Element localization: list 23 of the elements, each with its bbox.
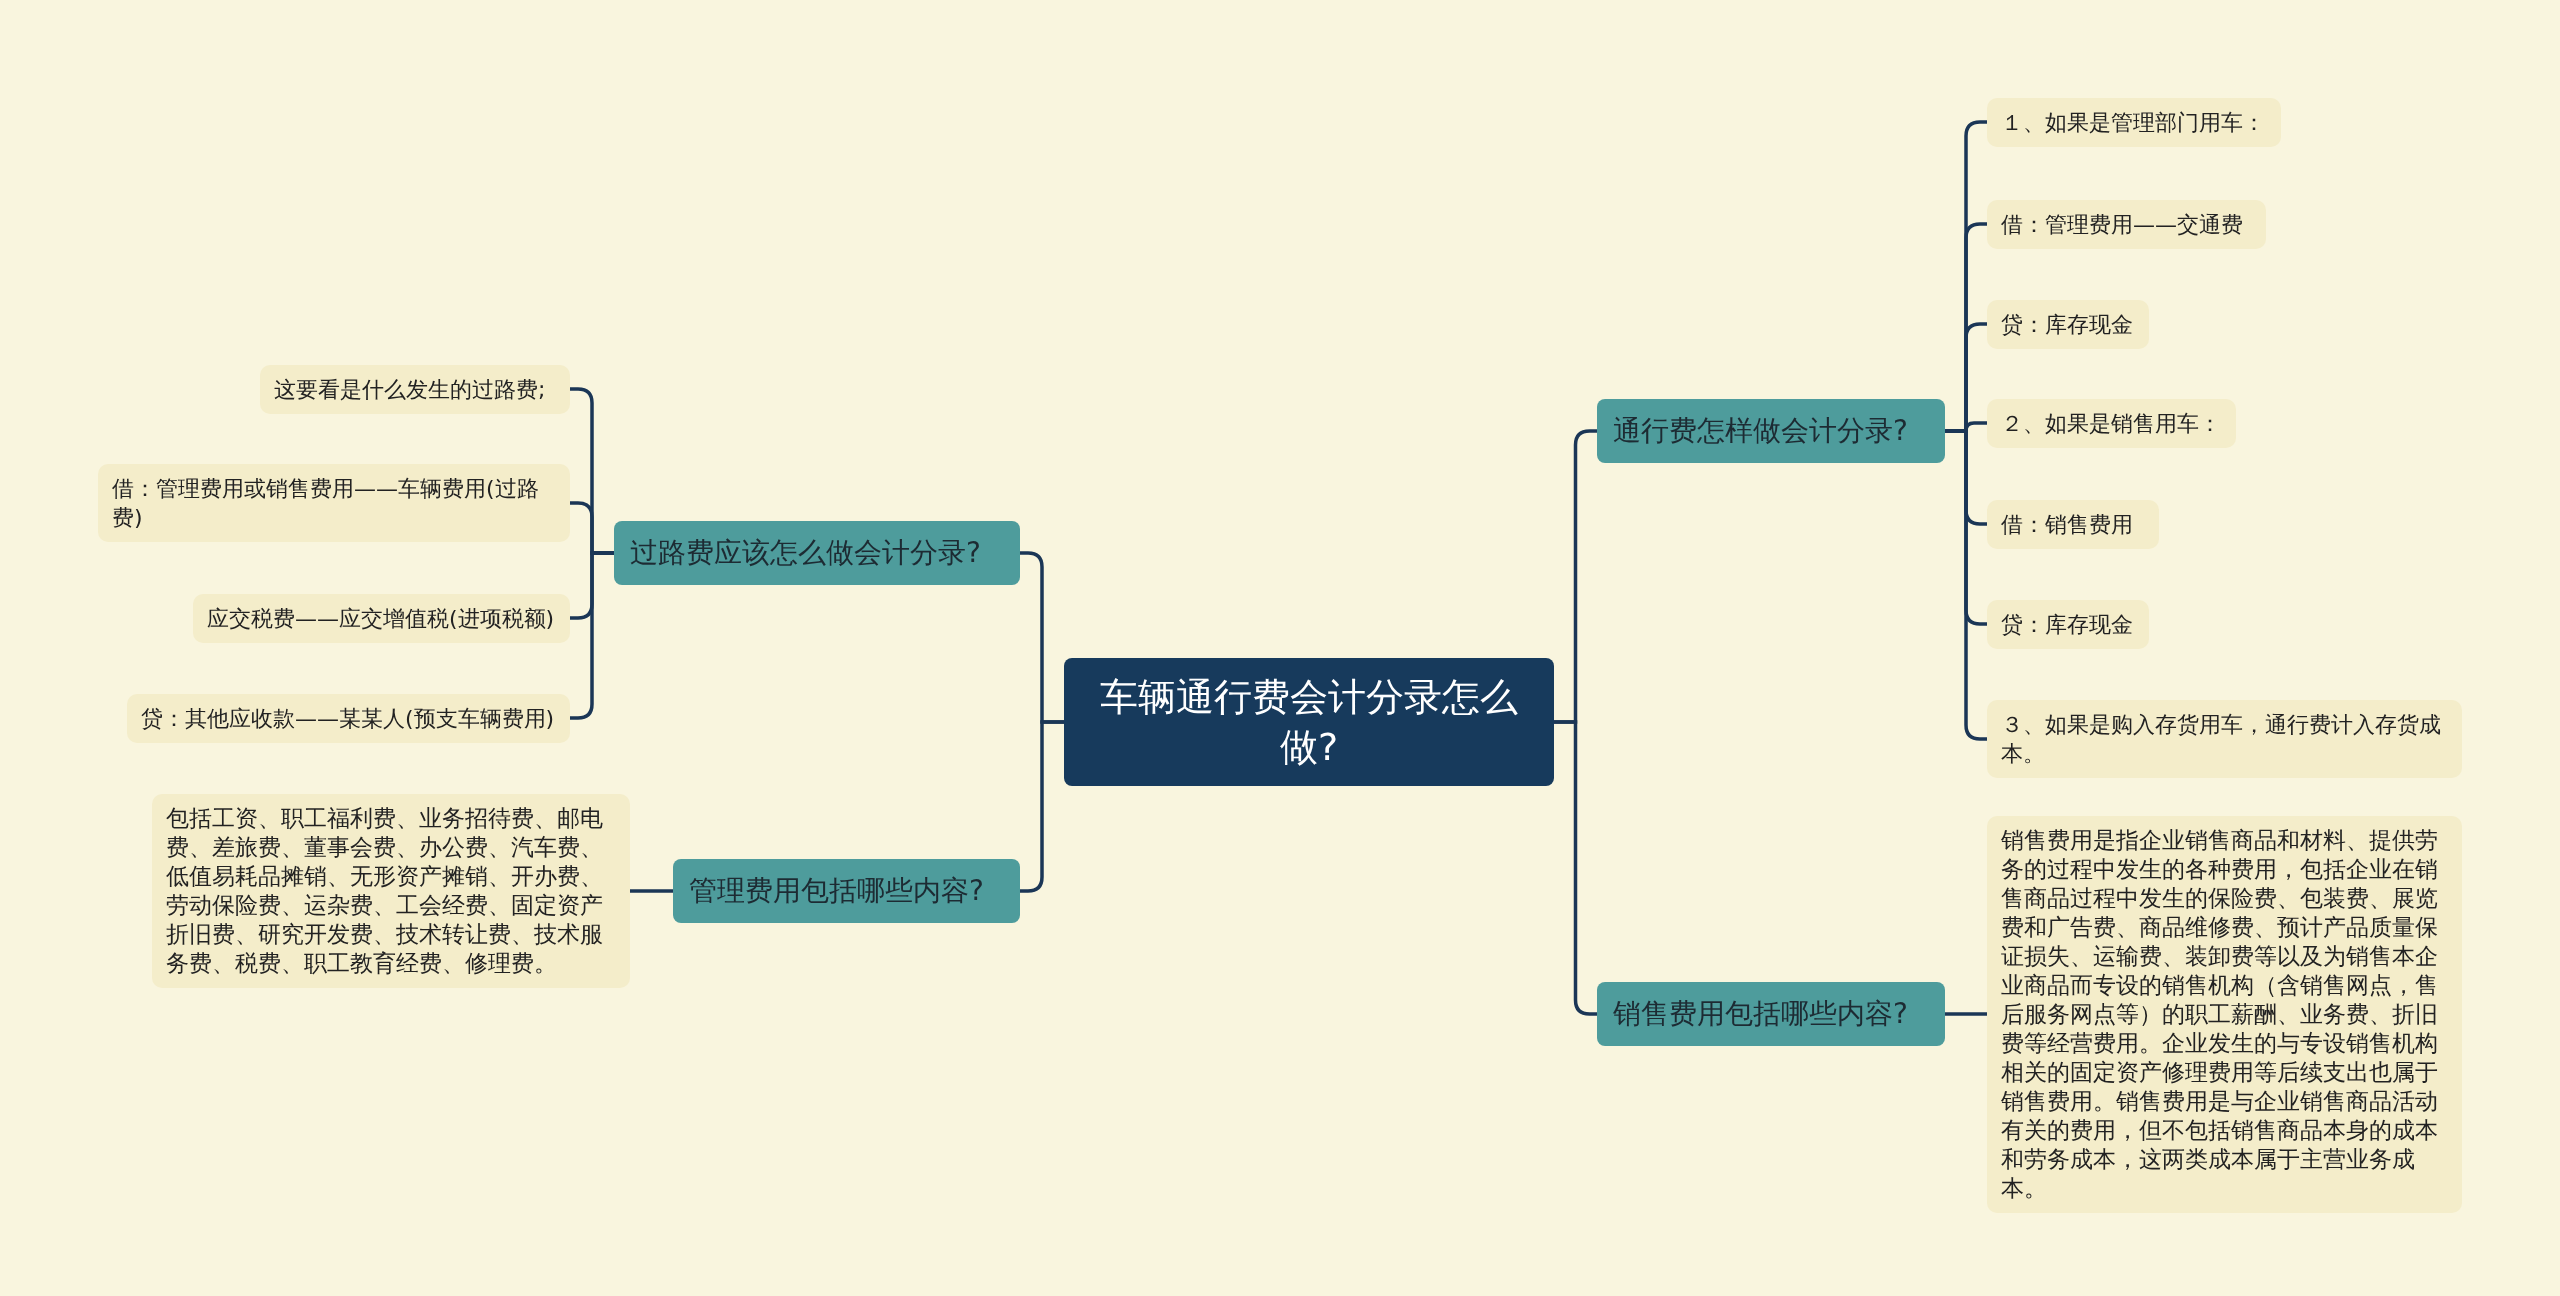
topic-box: 销售费用包括哪些内容? xyxy=(1597,982,1945,1046)
connector-line xyxy=(1554,720,1597,1016)
note-box: 借：管理费用或销售费用——车辆费用(过路费) xyxy=(98,464,570,542)
note-box: 借：管理费用——交通费 xyxy=(1987,199,2266,249)
note-box: 包括工资、职工福利费、业务招待费、邮电费、差旅费、董事会费、办公费、汽车费、低值易耗品摊销、无形资产摊销、开办费、劳动保险费、运杂费、工会经费、固定资产折旧费、研究开发费、技术转让费、技术服务费、税费、职工教育经费、修理费。 xyxy=(152,794,630,988)
connector-line xyxy=(630,889,673,893)
central-topic-box: 车辆通行费会计分录怎么做? xyxy=(1064,658,1554,786)
note-box: １、如果是管理部门用车： xyxy=(1987,97,2281,147)
topic-box: 管理费用包括哪些内容? xyxy=(673,859,1020,923)
note-box: 应交税费——应交增值税(进项税额) xyxy=(193,593,570,643)
note-box: 贷：库存现金 xyxy=(1987,599,2149,649)
note-box: 借：销售费用 xyxy=(1987,499,2159,549)
note-box: 这要看是什么发生的过路费; xyxy=(260,364,570,414)
connector-line xyxy=(1020,720,1064,893)
note-box: 贷：其他应收款——某某人(预支车辆费用) xyxy=(127,693,570,743)
topic-box: 通行费怎样做会计分录? xyxy=(1597,399,1945,463)
note-box: 销售费用是指企业销售商品和材料、提供劳务的过程中发生的各种费用，包括企业在销售商品过程中发生的保险费、包装费、展览费和广告费、商品维修费、预计产品质量保证损失、运输费、装卸费等以及为销售本企业商品而专设的销售机构（含销售网点，售后服务网点等）的职工薪酬、业务费、折旧费等经营费用。企业发生的与专设销售机构相关的固定资产修理费用等后续支出也属于销售费用。销售费用是与企业销售商品活动有关的费用，但不包括销售商品本身的成本和劳务成本，这两类成本属于主营业务成本。 xyxy=(1987,815,2462,1213)
note-box: ３、如果是购入存货用车，通行费计入存货成本。 xyxy=(1987,700,2462,778)
connector-line xyxy=(1945,1012,1987,1016)
topic-box: 过路费应该怎么做会计分录? xyxy=(614,521,1020,585)
connector-line xyxy=(570,551,614,720)
note-box: 贷：库存现金 xyxy=(1987,299,2149,349)
note-box: ２、如果是销售用车： xyxy=(1987,398,2236,448)
